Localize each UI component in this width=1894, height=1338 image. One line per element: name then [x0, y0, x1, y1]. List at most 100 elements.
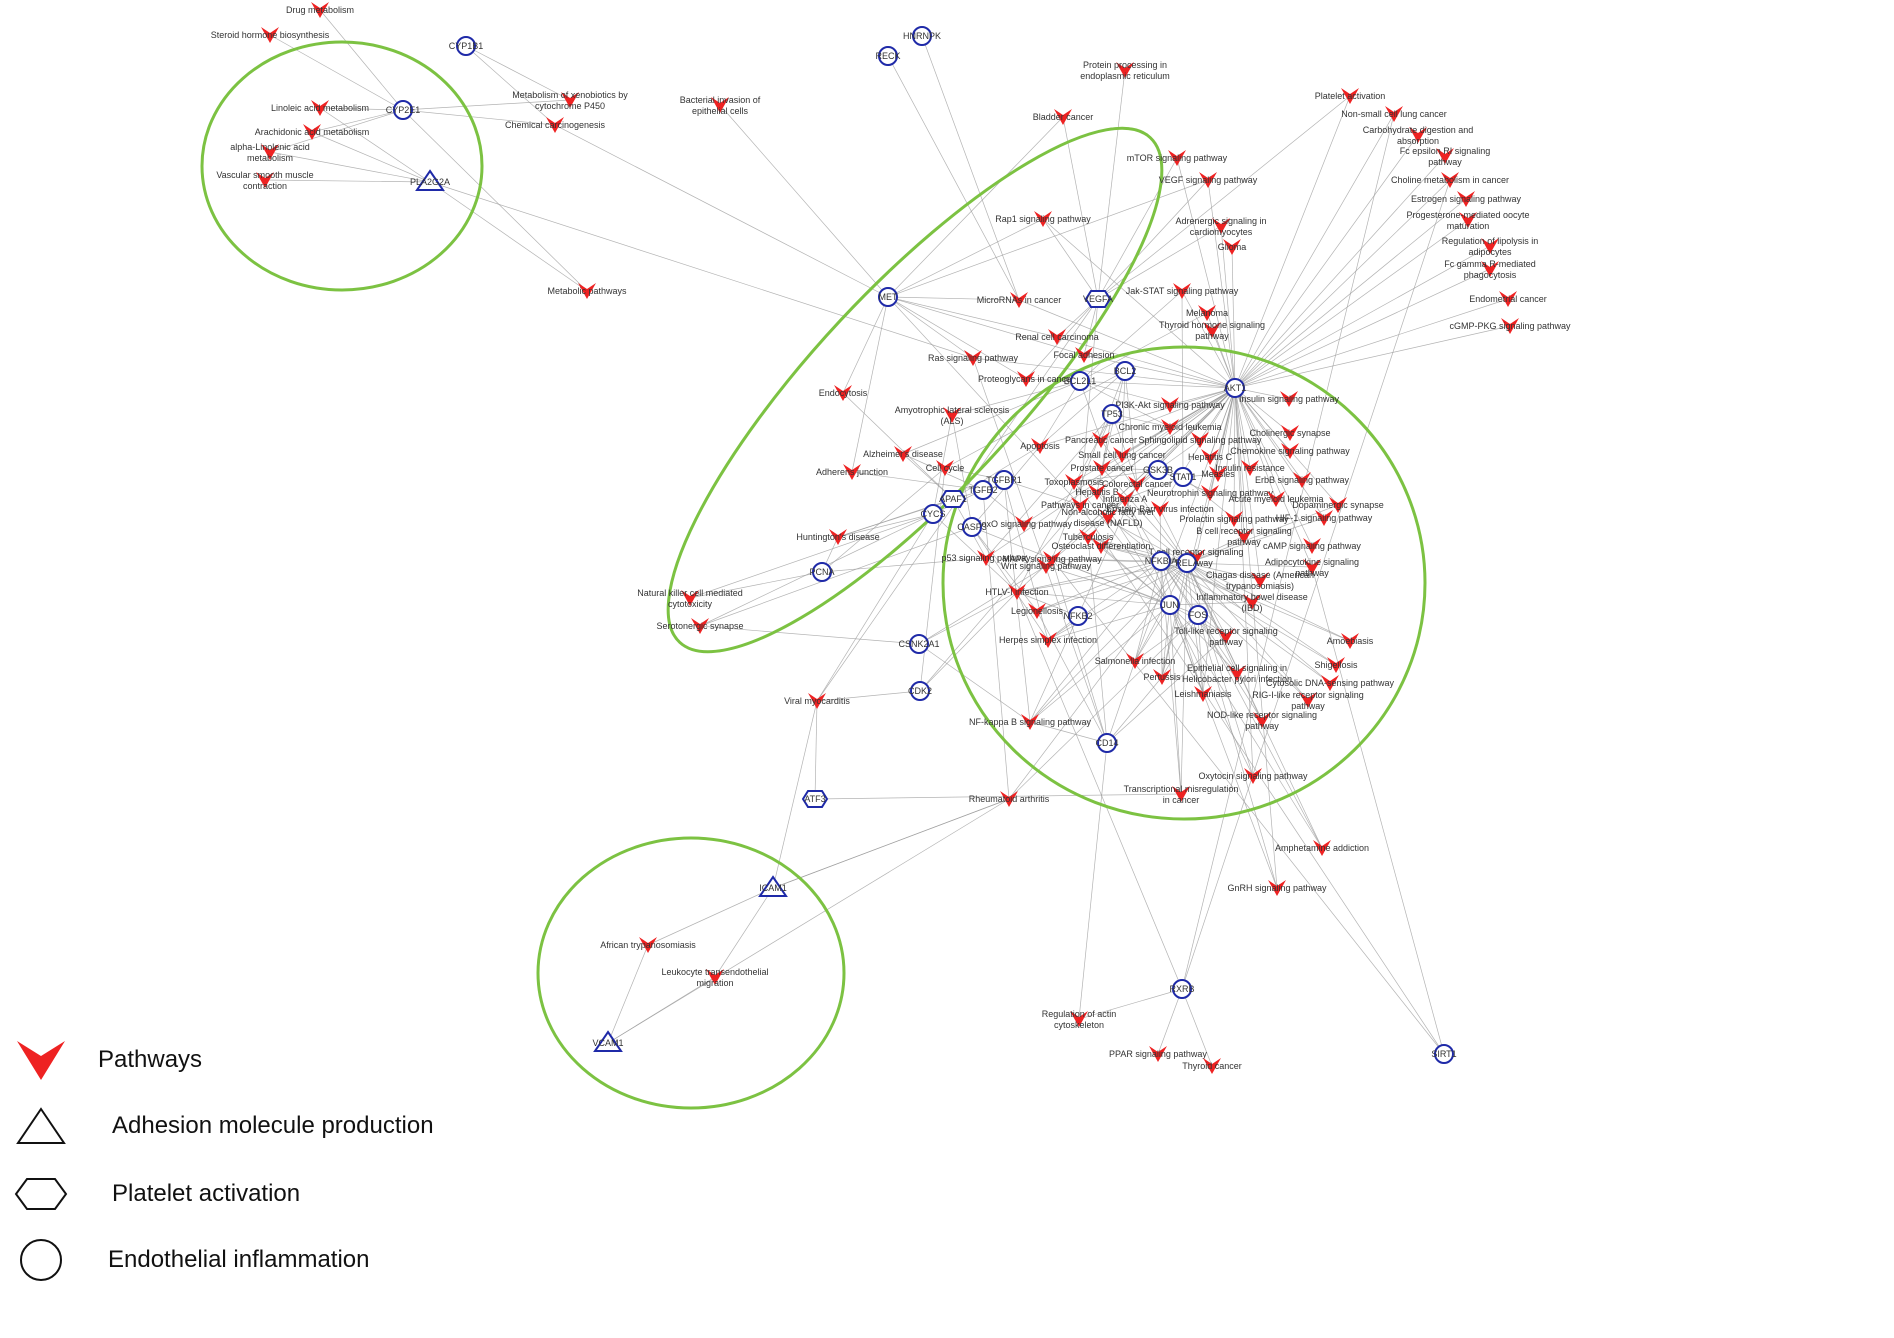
edge-rela-p91 — [1186, 562, 1261, 581]
gene-node: RECK — [875, 46, 901, 66]
pathway-node: Cytosolic DNA-sensing pathway — [1266, 675, 1395, 691]
pathway-arrowhead-icon — [681, 590, 699, 606]
edge-casp3-p27 — [951, 414, 973, 528]
pathway-label: Pertussis — [1143, 672, 1181, 682]
gene-label: AKT1 — [1224, 383, 1247, 393]
edge-akt1-p63 — [1202, 387, 1236, 695]
pathway-arrowhead-icon — [639, 937, 657, 953]
edge-vegfa-p11 — [1097, 69, 1126, 300]
pathway-arrowhead-icon — [1187, 549, 1205, 565]
edge-rela-p60 — [1008, 562, 1188, 800]
gene-label: HNRNPK — [903, 31, 941, 41]
pathway-label: Rap1 signaling pathway — [995, 214, 1091, 224]
gene-node: AKT1 — [1224, 378, 1247, 398]
pathway-label: Bladder cancer — [1033, 112, 1094, 122]
pathway-node: Endocytosis — [819, 385, 868, 401]
pathway-node: Renal cell carcinoma — [1015, 329, 1099, 345]
pathway-arrowhead-icon — [1161, 397, 1179, 413]
edge-sirt1-p90 — [1311, 566, 1445, 1055]
edge-rela-p97 — [1186, 562, 1331, 684]
edge-nfkbia-p63 — [1160, 560, 1204, 695]
gene-label: PLA2G2A — [410, 177, 450, 187]
edge-met-p10 — [719, 104, 889, 298]
edge-bcl2l1-p20 — [1079, 312, 1208, 382]
pathway-node: Endometrial cancer — [1469, 291, 1547, 307]
edge-rela-p94 — [1186, 562, 1351, 642]
pathway-arrowhead-icon — [1099, 509, 1117, 525]
pathway-arrowhead-icon — [1128, 476, 1146, 492]
edge-jun-p92 — [1169, 601, 1253, 606]
pathway-label: Amphetamine addiction — [1275, 843, 1369, 853]
pathway-arrowhead-icon — [1092, 538, 1110, 554]
edge-akt1-p91 — [1234, 387, 1261, 581]
edge-pcna-p53 — [821, 557, 987, 573]
edge-akt1-p65 — [1234, 95, 1351, 389]
edge-akt1-p14 — [1207, 179, 1236, 389]
edge-akt1-p66 — [1234, 113, 1395, 389]
legend-item-platelet: Platelet activation — [10, 1164, 300, 1224]
circle-icon — [1225, 378, 1245, 398]
edge-stat1-p45 — [1124, 476, 1184, 500]
edge-nfkbia-p45 — [1124, 498, 1162, 562]
pathway-node: Pathways in cancer — [1041, 497, 1119, 513]
pathway-label: PI3K-Akt signaling pathway — [1115, 400, 1225, 410]
gene-node: TGFB2 — [968, 480, 998, 500]
pathway-node: Bladder cancer — [1033, 109, 1094, 125]
edge-cycs-p32 — [689, 513, 934, 599]
pathway-node: Epstein-Barr virus infection — [1106, 501, 1214, 517]
pathway-arrowhead-icon — [1031, 438, 1049, 454]
pathway-label: MAPK signaling pathway — [1002, 554, 1102, 564]
pathway-arrowhead-icon — [1501, 318, 1519, 334]
pathway-label: Salmonella infection — [1095, 656, 1176, 666]
circle-icon — [812, 562, 832, 582]
pathway-arrowhead-icon — [1223, 239, 1241, 255]
edge-jun-p102 — [1169, 604, 1278, 889]
pathway-node: Hepatitis C — [1188, 449, 1233, 465]
pathway-label: Amyotrophic lateral sclerosis(ALS) — [895, 405, 1010, 426]
legend-item-adhesion: Adhesion molecule production — [10, 1096, 434, 1156]
pathway-label: Toxoplasmosis — [1044, 477, 1104, 487]
edge-met-p46 — [887, 296, 1081, 506]
triangle-icon — [10, 1096, 72, 1156]
pathway-node: African trypanosomiasis — [600, 937, 696, 953]
edge-met-p25 — [887, 296, 1027, 380]
legend-item-pathways: Pathways — [10, 1030, 202, 1090]
edge-csnk2a1-p33 — [699, 625, 920, 645]
edge-apaf1-p35 — [952, 445, 1041, 500]
gene-node: BCL2 — [1114, 361, 1136, 381]
pathway-label: Rheumatoid arthritis — [969, 794, 1050, 804]
gene-label: JUN — [1161, 600, 1179, 610]
edge-cyp2e1-p8 — [402, 109, 556, 126]
edge-atf3-p64 — [814, 793, 1182, 800]
edge-bcl2-p54 — [1051, 370, 1126, 560]
pathway-arrowhead-icon — [1149, 1046, 1167, 1062]
pathway-node: Small cell lung cancer — [1078, 447, 1166, 463]
pathway-label: Hepatitis C — [1188, 452, 1233, 462]
pathway-label: Renal cell carcinoma — [1015, 332, 1099, 342]
pathway-node: Oxytocin signaling pathway — [1198, 768, 1308, 784]
pathway-label: Insulin signaling pathway — [1239, 394, 1340, 404]
pathway-label: HTLV-I infection — [985, 587, 1048, 597]
edge-rela-p86 — [1186, 517, 1325, 564]
pathway-arrowhead-icon — [1093, 460, 1111, 476]
pathway-arrowhead-icon — [1243, 594, 1261, 610]
pathway-label: Cell cycle — [926, 463, 965, 473]
circle-icon — [994, 470, 1014, 490]
edge-icam1-p103 — [647, 887, 774, 946]
pathway-label: VEGF signaling pathway — [1159, 175, 1258, 185]
pathway-node: Chemokine signaling pathway — [1230, 443, 1350, 459]
pathway-node: Acute myeloid leukemia — [1228, 491, 1324, 507]
gene-node: BCL2L1 — [1064, 371, 1096, 391]
edge-akt1-p69 — [1234, 179, 1451, 389]
pathway-label: Legionellosis — [1011, 606, 1064, 616]
hexagon-icon — [801, 790, 829, 808]
pathway-node: HTLV-I infection — [985, 584, 1049, 600]
